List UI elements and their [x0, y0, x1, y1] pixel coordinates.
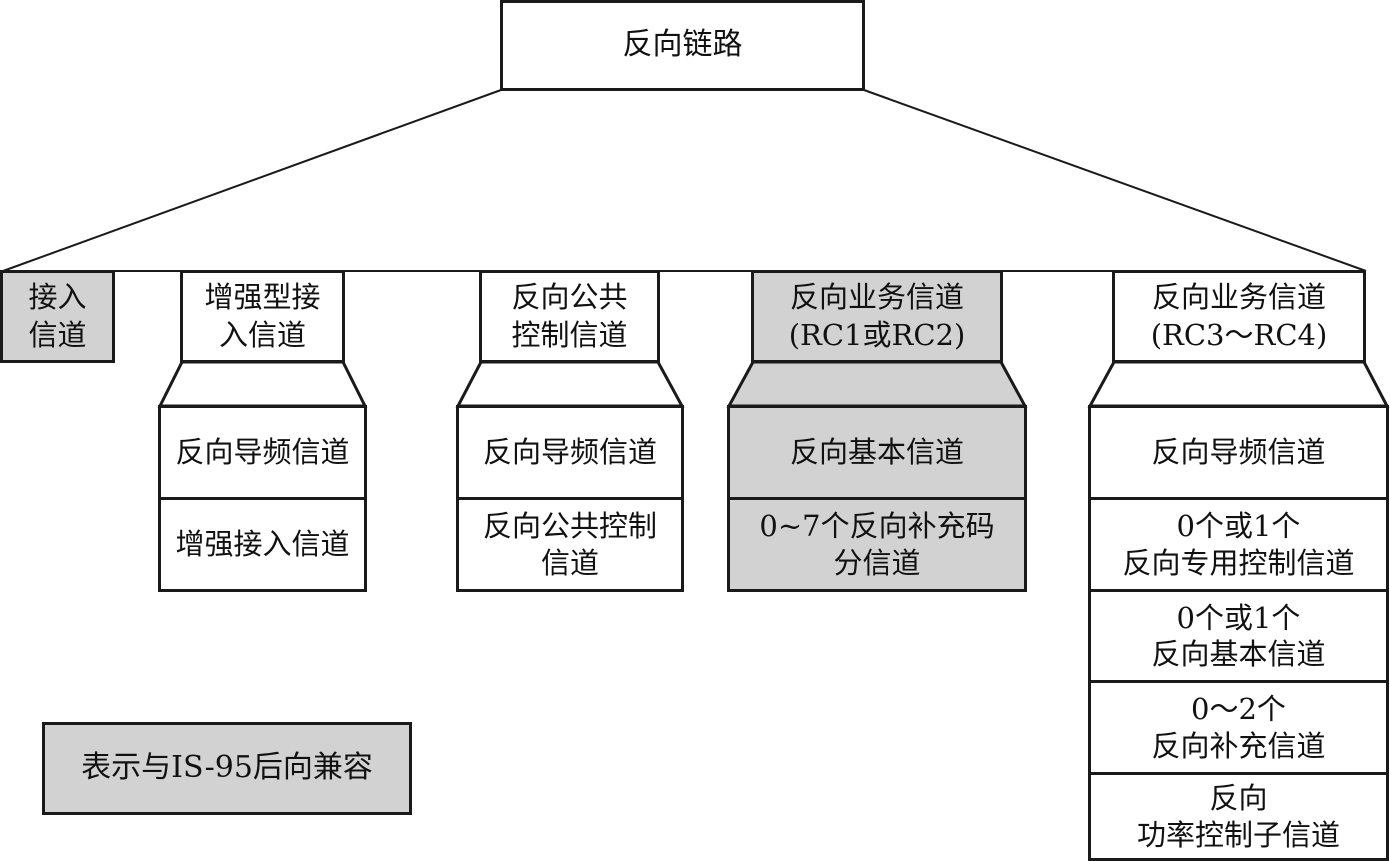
sub-label: 反向 功率控制子信道	[1136, 781, 1340, 852]
root-node: 反向链路	[500, 0, 865, 91]
traffic-rc12-sub-0: 反向基本信道	[727, 405, 1027, 500]
channel-traffic-rc34-label: 反向业务信道 (RC3～RC4)	[1150, 280, 1328, 352]
enhanced-access-sub-1: 增强接入信道	[158, 497, 367, 592]
channel-traffic-rc12-label: 反向业务信道 (RC1或RC2)	[788, 280, 966, 352]
root-left-connector	[2, 89, 502, 272]
sub-label: 反向导频信道	[1151, 435, 1326, 470]
sub-label: 反向导频信道	[482, 435, 657, 470]
flare-enhanced-access	[157, 360, 368, 408]
common-control-sub-1: 反向公共控制 信道	[456, 497, 684, 592]
legend-compatible: 表示与IS-95后向兼容	[42, 722, 412, 815]
traffic-rc12-sub-1: 0~7个反向补充码 分信道	[727, 497, 1027, 592]
legend-label: 表示与IS-95后向兼容	[81, 750, 373, 786]
sub-label: 反向公共控制 信道	[482, 509, 657, 580]
channel-traffic-rc34: 反向业务信道 (RC3～RC4)	[1112, 270, 1366, 363]
flare-traffic-rc12	[726, 360, 1028, 408]
sub-label: 0～2个 反向补充信道	[1151, 692, 1326, 763]
channel-enhanced-access-label: 增强型接 入信道	[204, 280, 321, 352]
channel-enhanced-access: 增强型接 入信道	[180, 270, 345, 363]
traffic-rc34-sub-2: 0个或1个 反向基本信道	[1088, 589, 1389, 683]
flare-common-control	[455, 360, 685, 408]
sub-label: 0个或1个 反向基本信道	[1151, 600, 1326, 671]
sub-label: 反向导频信道	[175, 435, 350, 470]
traffic-rc34-sub-1: 0个或1个 反向专用控制信道	[1088, 497, 1389, 592]
sub-label: 0个或1个 反向专用控制信道	[1122, 509, 1355, 580]
channel-common-control-label: 反向公共 控制信道	[511, 280, 628, 352]
channel-access: 接入 信道	[0, 270, 115, 363]
channel-access-label: 接入 信道	[28, 280, 87, 352]
common-control-sub-0: 反向导频信道	[456, 405, 684, 500]
sub-label: 增强接入信道	[175, 527, 350, 562]
traffic-rc34-sub-3: 0～2个 反向补充信道	[1088, 680, 1389, 775]
traffic-rc34-sub-4: 反向 功率控制子信道	[1088, 772, 1389, 861]
channel-common-control: 反向公共 控制信道	[479, 270, 660, 363]
channel-traffic-rc12: 反向业务信道 (RC1或RC2)	[751, 270, 1003, 363]
flare-traffic-rc34	[1087, 360, 1390, 408]
enhanced-access-sub-0: 反向导频信道	[158, 405, 367, 500]
sub-label: 0~7个反向补充码 分信道	[759, 509, 995, 580]
sub-label: 反向基本信道	[789, 435, 964, 470]
root-label: 反向链路	[622, 27, 743, 63]
root-right-connector	[863, 89, 1367, 272]
traffic-rc34-sub-0: 反向导频信道	[1088, 405, 1389, 500]
